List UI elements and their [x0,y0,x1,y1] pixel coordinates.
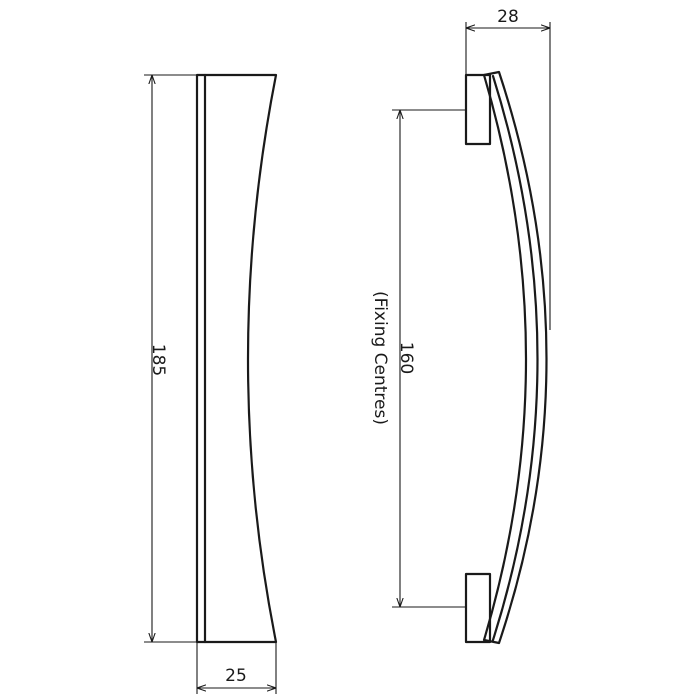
front-view: 185 25 [144,73,278,694]
fixing-centres-value: 160 [396,342,416,374]
handle-bow-inner-line [491,74,539,642]
handle-front-outline [195,73,278,644]
handle-bow-outline [482,70,548,645]
top-fixing-post [464,73,492,146]
front-width-label: 25 [225,666,247,686]
overall-length-label: 185 [148,344,168,376]
fixing-centres-label: (Fixing Centres) [370,291,390,425]
projection-label: 28 [497,7,519,27]
side-view: 28 160 (Fixing Centres) [370,7,551,645]
